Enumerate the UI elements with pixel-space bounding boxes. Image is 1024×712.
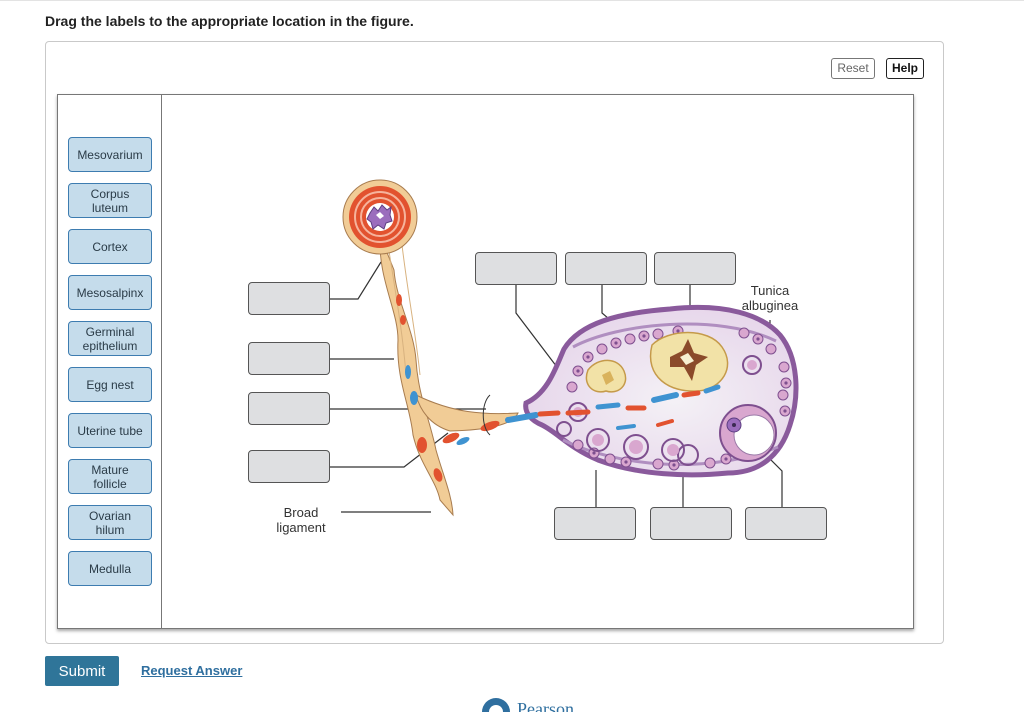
label-medulla[interactable]: Medulla	[68, 551, 152, 586]
reset-button[interactable]: Reset	[831, 58, 875, 79]
drop-target-7[interactable]	[654, 252, 736, 285]
drop-target-9[interactable]	[650, 507, 732, 540]
drop-target-8[interactable]	[554, 507, 636, 540]
drop-target-2[interactable]	[248, 342, 330, 375]
label-uterine-tube[interactable]: Uterine tube	[68, 413, 152, 448]
label-mesovarium[interactable]: Mesovarium	[68, 137, 152, 172]
label-corpus-luteum[interactable]: Corpus luteum	[68, 183, 152, 218]
instruction-text: Drag the labels to the appropriate locat…	[45, 13, 414, 29]
ovary-illustration	[329, 179, 799, 517]
drop-target-1[interactable]	[248, 282, 330, 315]
broad-ligament-label: Broad ligament	[276, 505, 326, 535]
label-ovarian-hilum[interactable]: Ovarian hilum	[68, 505, 152, 540]
drop-target-5[interactable]	[475, 252, 557, 285]
drop-target-4[interactable]	[248, 450, 330, 483]
top-divider	[0, 0, 1024, 1]
label-mesosalpinx[interactable]: Mesosalpinx	[68, 275, 152, 310]
ovary-illustration-body	[505, 304, 799, 478]
tunica-albuginea-label: Tunica albuginea	[741, 283, 799, 313]
request-answer-link[interactable]: Request Answer	[141, 663, 243, 678]
label-germinal-epithelium[interactable]: Germinal epithelium	[68, 321, 152, 356]
drop-target-6[interactable]	[565, 252, 647, 285]
submit-button[interactable]: Submit	[45, 656, 119, 686]
help-button[interactable]: Help	[886, 58, 924, 79]
drag-board: Mesovarium Corpus luteum Cortex Mesosalp…	[57, 94, 914, 629]
footer-brand: Pearson	[481, 697, 591, 712]
label-egg-nest[interactable]: Egg nest	[68, 367, 152, 402]
drop-target-10[interactable]	[745, 507, 827, 540]
label-bank: Mesovarium Corpus luteum Cortex Mesosalp…	[58, 95, 162, 628]
uterine-tube-illustration	[342, 179, 519, 517]
pearson-logo-icon	[482, 698, 510, 712]
brand-name: Pearson	[517, 699, 574, 712]
drop-target-3[interactable]	[248, 392, 330, 425]
label-mature-follicle[interactable]: Mature follicle	[68, 459, 152, 494]
label-cortex[interactable]: Cortex	[68, 229, 152, 264]
